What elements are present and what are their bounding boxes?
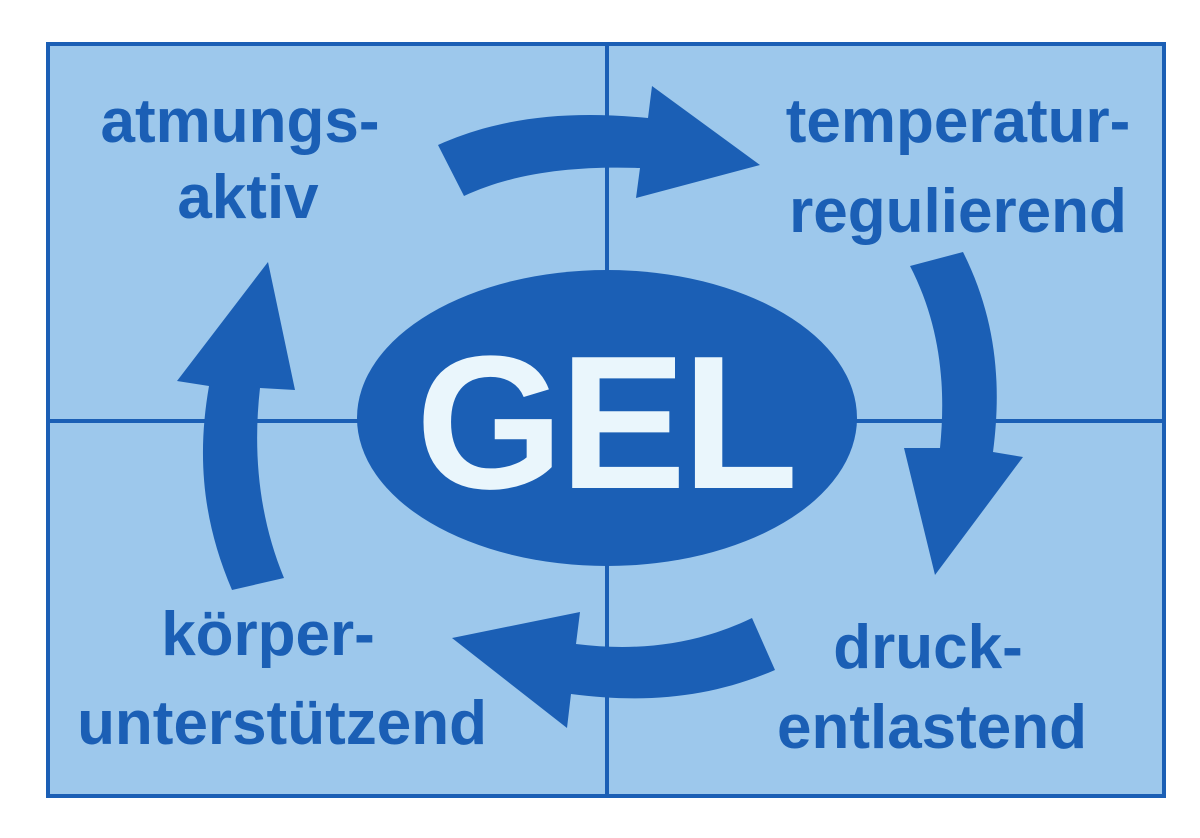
label-top-left-line2: aktiv (177, 163, 319, 232)
label-bottom-right: druck- entlastend (777, 613, 1087, 762)
label-top-right-line2: regulierend (789, 177, 1127, 246)
quadrant-panels (48, 44, 1164, 796)
label-top-right-line1: temperatur- (786, 87, 1131, 156)
label-top-left: atmungs- aktiv (101, 87, 380, 232)
center-title: GEL (416, 317, 795, 529)
label-top-left-line1: atmungs- (101, 87, 380, 156)
arrow-top-icon (438, 86, 760, 198)
arrow-bottom-icon (452, 612, 775, 728)
cycle-arrows (177, 86, 1023, 728)
label-bottom-left-line1: körper- (161, 600, 375, 669)
arrow-left-icon (177, 262, 295, 590)
center-ellipse (357, 270, 857, 566)
label-bottom-left-line2: unterstützend (77, 689, 487, 758)
label-bottom-right-line2: entlastend (777, 693, 1087, 762)
label-bottom-left: körper- unterstützend (77, 600, 487, 758)
label-top-right: temperatur- regulierend (786, 87, 1131, 246)
arrow-right-icon (904, 252, 1023, 575)
label-bottom-right-line1: druck- (833, 613, 1022, 682)
